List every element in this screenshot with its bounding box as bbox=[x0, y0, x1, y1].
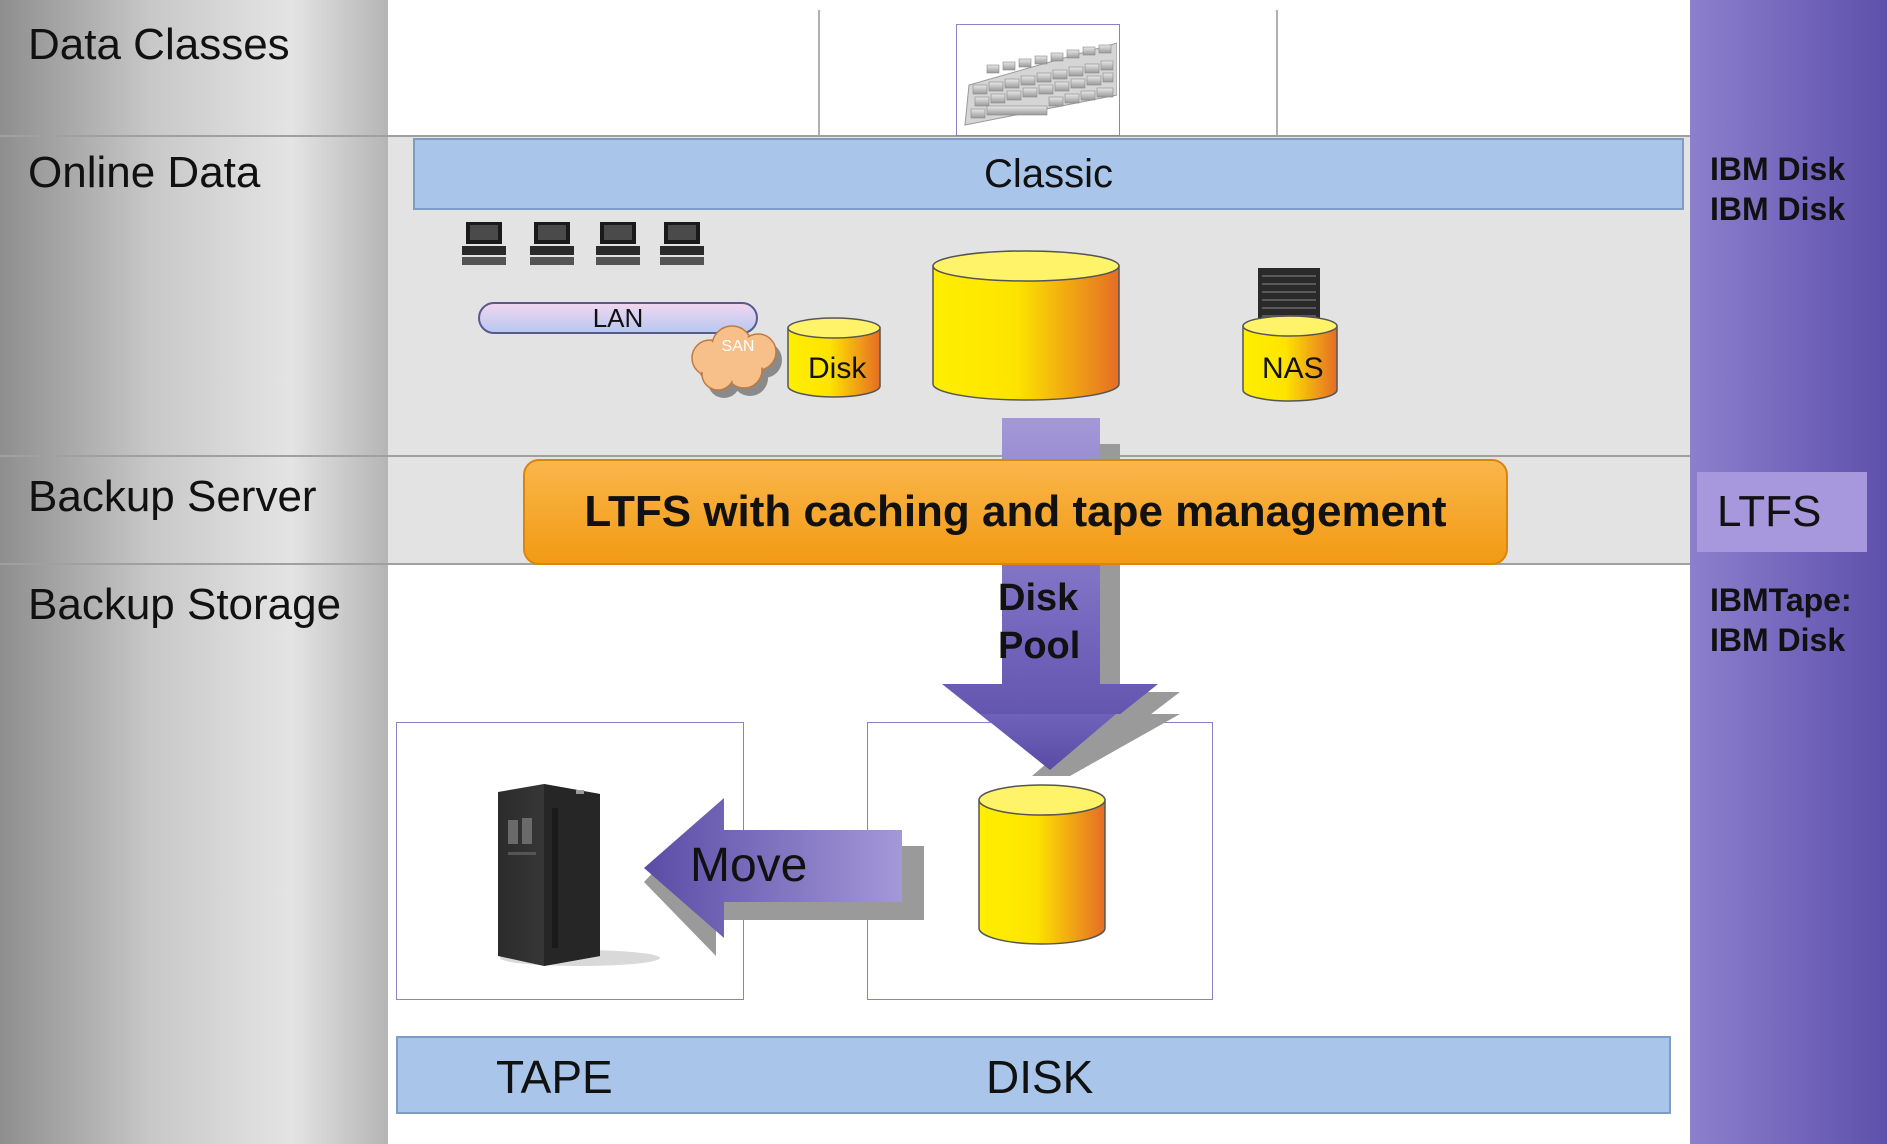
computer-icon bbox=[462, 222, 506, 265]
row-label-backup-storage: Backup Storage bbox=[28, 580, 342, 629]
computers-group bbox=[462, 222, 704, 265]
nas-label: NAS bbox=[1262, 352, 1324, 385]
san-label: SAN bbox=[722, 338, 755, 355]
product-server-label: LTFS bbox=[1697, 472, 1867, 552]
row-label-data-classes: Data Classes bbox=[28, 20, 290, 69]
row-divider bbox=[0, 135, 1690, 137]
product-storage-line2: IBM Disk bbox=[1710, 622, 1846, 658]
tape-label: TAPE bbox=[496, 1051, 613, 1103]
classic-bar: Classic bbox=[413, 138, 1684, 210]
move-label: Move bbox=[690, 839, 808, 892]
disk-cylinder-icon bbox=[787, 317, 881, 398]
disk-pool-line2: Pool bbox=[998, 625, 1081, 667]
row-label-backup-server: Backup Server bbox=[28, 472, 317, 521]
keyboard-icon bbox=[964, 42, 1118, 126]
disk-label: Disk bbox=[808, 352, 867, 385]
column-divider bbox=[1276, 10, 1278, 135]
ltfs-caching-label: LTFS with caching and tape management bbox=[584, 487, 1447, 536]
arrow-left-icon bbox=[644, 798, 924, 956]
classic-label: Classic bbox=[984, 151, 1113, 196]
row-label-column bbox=[0, 0, 388, 1144]
disk-cylinder-icon bbox=[932, 250, 1120, 401]
san-cloud-icon: SAN bbox=[691, 325, 782, 398]
disk-media-label: DISK bbox=[986, 1051, 1094, 1103]
tape-library-icon bbox=[498, 784, 660, 966]
row-divider bbox=[0, 455, 1690, 457]
product-storage-line1: IBMTape: bbox=[1710, 582, 1852, 618]
computer-icon bbox=[596, 222, 640, 265]
storage-media-bar bbox=[396, 1036, 1671, 1114]
disk-pool-label: Disk Pool bbox=[998, 574, 1080, 670]
disk-pool-line1: Disk bbox=[998, 577, 1079, 619]
computer-icon bbox=[660, 222, 704, 265]
ltfs-caching-box: LTFS with caching and tape management bbox=[523, 459, 1508, 565]
arrow-down-icon bbox=[942, 418, 1180, 776]
keyboard-frame bbox=[956, 24, 1120, 136]
lan-icon: LAN bbox=[478, 302, 758, 334]
nas-icon bbox=[1242, 268, 1338, 402]
lan-label: LAN bbox=[592, 302, 644, 333]
computer-icon bbox=[530, 222, 574, 265]
product-server-text: LTFS bbox=[1717, 487, 1822, 536]
product-online-line1: IBM Disk bbox=[1710, 151, 1846, 187]
product-column bbox=[1690, 0, 1887, 1144]
row-label-online-data: Online Data bbox=[28, 148, 261, 197]
arrow-down-tip bbox=[980, 714, 1180, 776]
product-online-line2: IBM Disk bbox=[1710, 191, 1846, 227]
disk-cylinder-icon bbox=[978, 784, 1106, 945]
column-divider bbox=[818, 10, 820, 135]
